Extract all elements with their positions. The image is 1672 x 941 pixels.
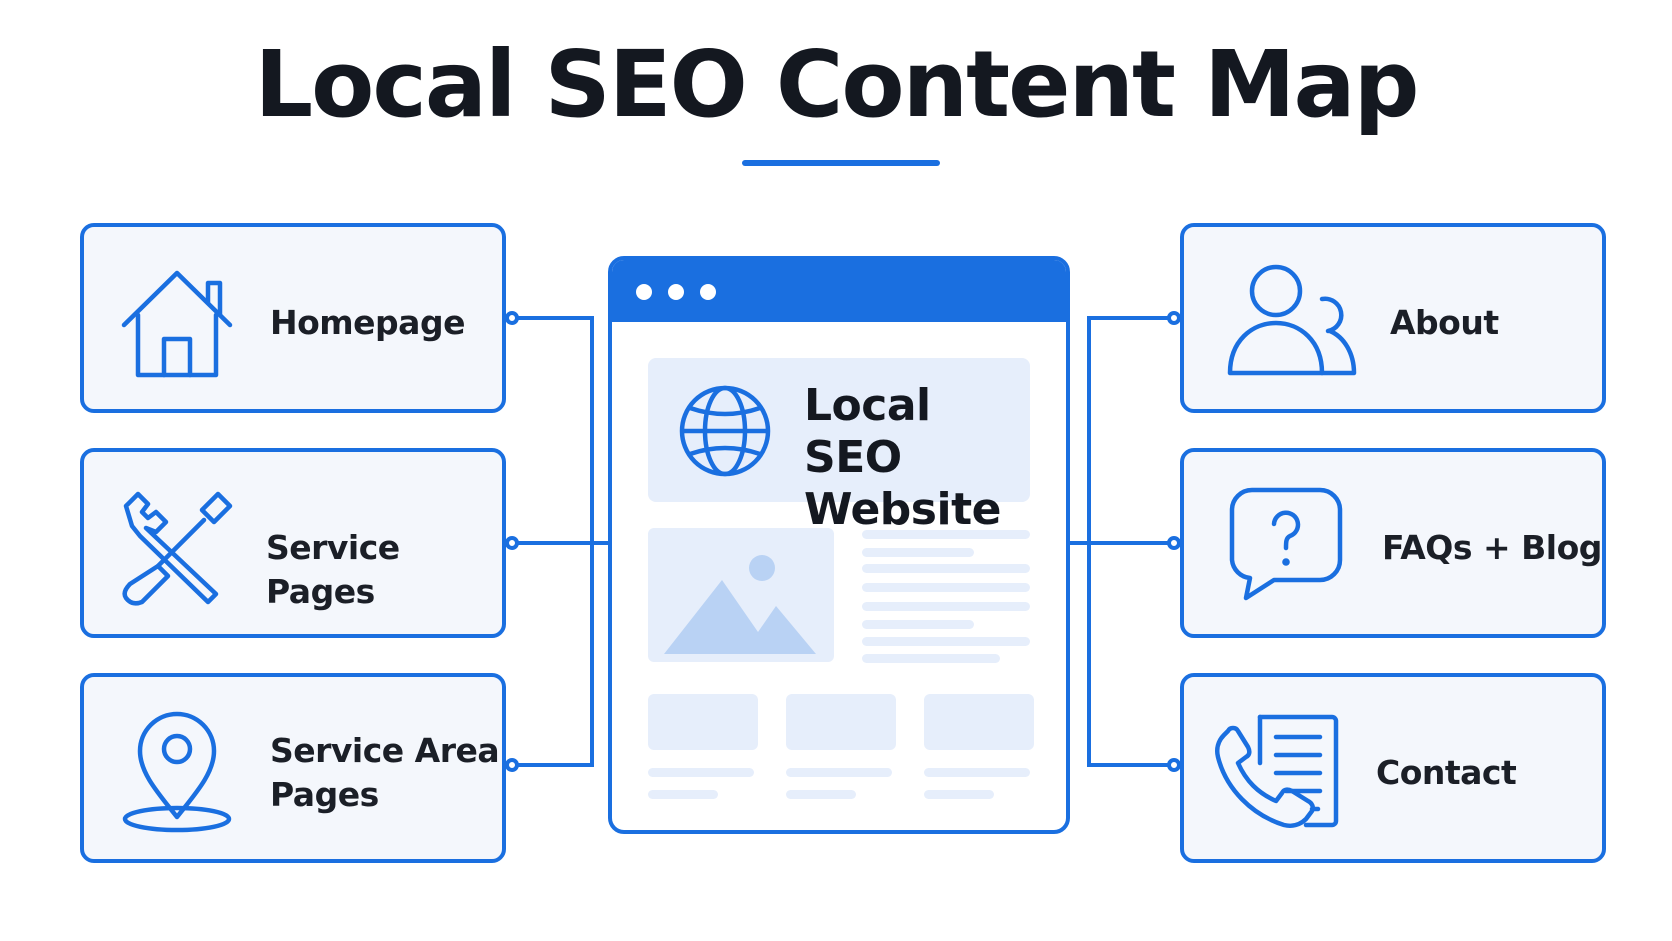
- location-pin-icon: [122, 711, 232, 833]
- contact-card[interactable]: Contact: [1180, 673, 1606, 863]
- text-line: [862, 620, 974, 629]
- text-line: [786, 768, 892, 777]
- window-dot: [700, 284, 716, 300]
- service-area-label-line1: Service Area: [270, 731, 500, 770]
- wrench-screwdriver-icon: [122, 491, 233, 606]
- homepage-card[interactable]: Homepage: [80, 223, 506, 413]
- page-title: Local SEO Content Map: [254, 31, 1420, 138]
- text-line: [786, 790, 856, 799]
- text-line: [862, 530, 1030, 539]
- content-tile: [786, 694, 896, 750]
- faqs-blog-card[interactable]: FAQs + Blog: [1180, 448, 1606, 638]
- node-service-pages: [505, 536, 519, 550]
- text-line: [862, 654, 1000, 663]
- hero-title: Local SEO Website: [804, 380, 1030, 536]
- node-homepage: [505, 311, 519, 325]
- node-about: [1167, 311, 1181, 325]
- contact-label: Contact: [1376, 753, 1517, 792]
- text-line: [862, 548, 974, 557]
- phone-document-icon: [1215, 714, 1339, 828]
- text-line: [648, 768, 754, 777]
- service-area-label-line2: Pages: [270, 775, 379, 814]
- window-dot: [668, 284, 684, 300]
- hero-title-line2: Website: [804, 484, 1001, 535]
- question-bubble-icon: [1229, 487, 1343, 601]
- image-placeholder: [648, 528, 834, 662]
- hero-title-line1: Local SEO: [804, 380, 931, 483]
- node-faqs-blog: [1167, 536, 1181, 550]
- content-tile: [924, 694, 1034, 750]
- text-line: [862, 637, 1030, 646]
- content-tile: [648, 694, 758, 750]
- window-dot: [636, 284, 652, 300]
- text-line: [862, 564, 1030, 573]
- text-line: [862, 602, 1030, 611]
- globe-icon: [679, 385, 771, 477]
- text-line: [924, 768, 1030, 777]
- node-service-area: [505, 758, 519, 772]
- house-icon: [121, 270, 233, 378]
- about-card[interactable]: About: [1180, 223, 1606, 413]
- node-contact: [1167, 758, 1181, 772]
- text-line: [924, 790, 994, 799]
- homepage-label: Homepage: [270, 303, 465, 342]
- text-line: [648, 790, 718, 799]
- service-area-pages-card[interactable]: Service Area Pages: [80, 673, 506, 863]
- question-dot: [1282, 558, 1290, 566]
- browser-title-bar: [612, 260, 1066, 322]
- about-label: About: [1390, 303, 1499, 342]
- hero-banner: Local SEO Website: [648, 358, 1030, 535]
- service-pages-card[interactable]: Service Pages: [80, 448, 506, 638]
- text-line: [862, 583, 1030, 592]
- service-pages-label: Service Pages: [266, 528, 400, 611]
- image-icon: [664, 555, 816, 654]
- title-underline: [742, 160, 940, 166]
- browser-window: Local SEO Website: [608, 256, 1070, 834]
- faqs-blog-label: FAQs + Blog: [1382, 528, 1602, 567]
- users-icon: [1227, 264, 1357, 376]
